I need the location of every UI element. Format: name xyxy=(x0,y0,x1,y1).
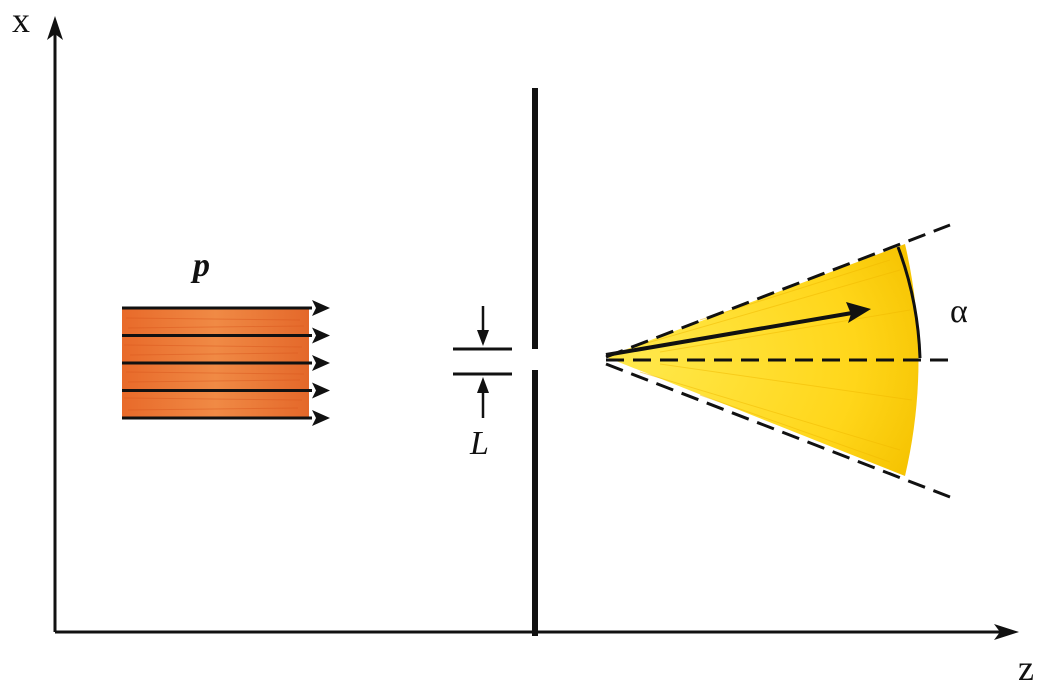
slit-width-label: L xyxy=(469,425,489,462)
momentum-vector xyxy=(605,311,853,357)
angle-label: α xyxy=(950,293,968,330)
beam-texture xyxy=(123,317,305,411)
x-axis-label: x xyxy=(12,0,30,40)
x-axis-arrowhead xyxy=(47,16,63,40)
slit-width-dimension xyxy=(453,306,512,418)
z-axis-label: z xyxy=(1018,648,1034,686)
momentum-vector-head xyxy=(846,302,871,323)
angle-arc xyxy=(896,246,922,359)
diffraction-cone xyxy=(605,223,952,499)
axes xyxy=(47,16,1019,640)
cone-lower-edge xyxy=(605,362,951,499)
cone-fill xyxy=(606,244,919,476)
momentum-label: p xyxy=(190,247,210,284)
beam-arrowhead xyxy=(312,300,330,316)
beam-arrowhead xyxy=(312,327,330,344)
z-axis-arrowhead xyxy=(994,624,1019,640)
beam-arrowhead xyxy=(312,410,330,426)
incident-beam xyxy=(122,300,330,426)
beam-arrowhead xyxy=(312,382,330,399)
cone-upper-edge xyxy=(605,223,951,359)
beam-arrows xyxy=(122,300,330,426)
cone-texture xyxy=(639,259,913,463)
beam-arrowhead xyxy=(312,355,330,371)
